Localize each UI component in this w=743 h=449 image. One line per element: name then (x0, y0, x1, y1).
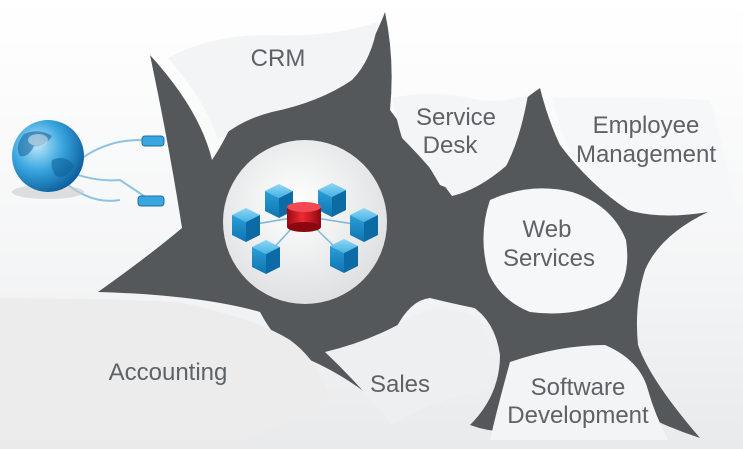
label-service-desk-1: Service (416, 104, 496, 131)
cell-web (483, 188, 628, 314)
label-sales: Sales (370, 371, 430, 398)
network-node-icon (252, 240, 280, 274)
label-crm: CRM (251, 45, 306, 72)
cell-employee (552, 97, 735, 212)
label-web-1: Web (523, 216, 572, 243)
label-service-desk-2: Desk (423, 132, 479, 159)
cell-software (490, 345, 668, 440)
label-software-2: Development (507, 402, 649, 429)
cell-crm (168, 22, 378, 140)
label-employee-1: Employee (593, 112, 700, 139)
network-node-icon (350, 208, 378, 242)
cell-accounting (0, 298, 330, 440)
label-web-2: Services (503, 245, 595, 272)
network-node-icon (330, 239, 358, 273)
cell-service-desk (392, 94, 528, 196)
network-node-icon (232, 208, 260, 242)
network-node-icon (318, 183, 346, 217)
label-accounting: Accounting (109, 359, 228, 386)
globe-network-icon (12, 120, 165, 207)
label-employee-2: Management (576, 141, 716, 168)
cell-sales (325, 309, 492, 425)
database-network-icon (287, 202, 321, 232)
label-software-1: Software (531, 374, 626, 401)
